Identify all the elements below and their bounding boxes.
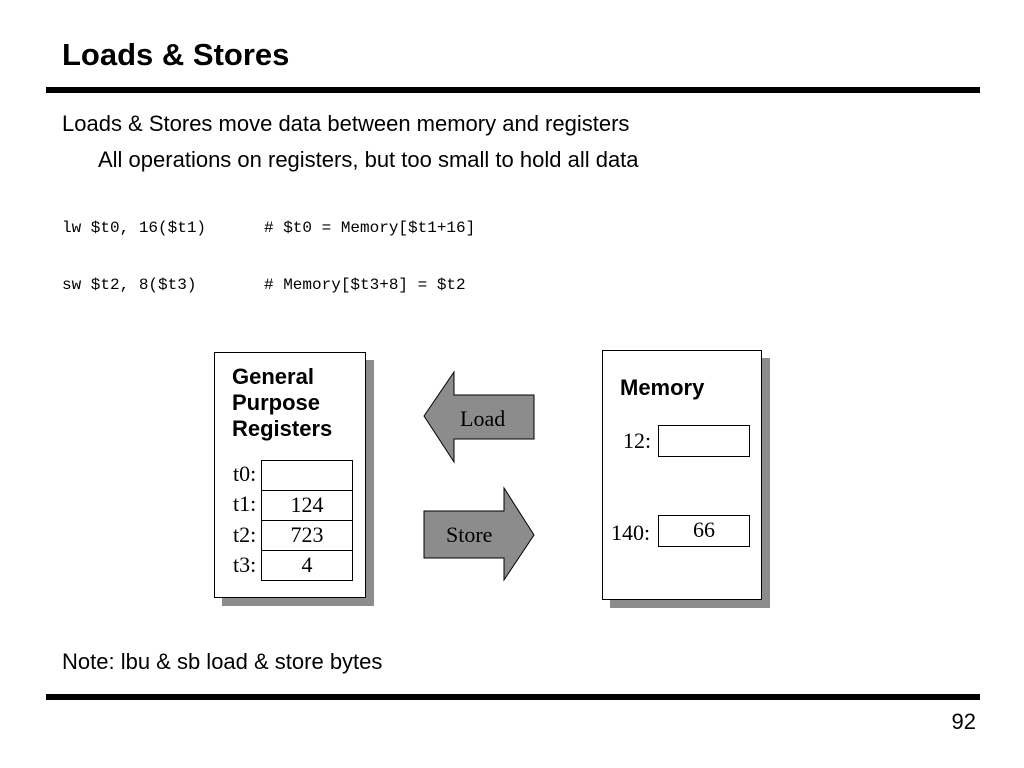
memory-label-140: 140: <box>611 520 651 545</box>
code-line-sw: sw $t2, 8($t3) # Memory[$t3+8] = $t2 <box>62 275 582 295</box>
register-label-t3: t3: <box>233 552 257 577</box>
memory-cell-12 <box>658 425 750 457</box>
memory-cell-140: 66 <box>658 515 750 547</box>
bullet-2: All operations on registers, but too sma… <box>98 147 639 172</box>
register-cell-t3: 4 <box>261 550 353 581</box>
register-label-t1: t1: <box>233 491 257 516</box>
store-arrow <box>423 486 535 582</box>
registers-title: General Purpose Registers <box>232 364 333 441</box>
memory-label-12: 12: <box>623 428 652 453</box>
slide-title: Loads & Stores <box>62 37 290 72</box>
code-instruction: lw $t0, 16($t1) <box>62 219 207 237</box>
code-instruction: sw $t2, 8($t3) <box>62 276 197 294</box>
register-cell-t0 <box>261 460 353 491</box>
code-comment: # $t0 = Memory[$t1+16] <box>264 219 476 237</box>
code-line-lw: lw $t0, 16($t1) # $t0 = Memory[$t1+16] <box>62 218 582 238</box>
register-cell-t1: 124 <box>261 490 353 521</box>
page-number: 92 <box>951 709 976 734</box>
store-label: Store <box>446 522 493 547</box>
title-divider <box>46 87 980 93</box>
load-label: Load <box>460 406 506 431</box>
register-label-t2: t2: <box>233 522 257 547</box>
memory-box <box>602 350 762 600</box>
transfer-arrows <box>423 370 535 582</box>
bullet-1: Loads & Stores move data between memory … <box>62 111 630 136</box>
register-label-t0: t0: <box>233 461 257 486</box>
memory-title: Memory <box>620 375 705 400</box>
note-text: Note: lbu & sb load & store bytes <box>62 649 383 674</box>
code-comment: # Memory[$t3+8] = $t2 <box>264 276 466 294</box>
register-cell-t2: 723 <box>261 520 353 551</box>
load-arrow <box>423 370 535 464</box>
footer-divider <box>46 694 980 700</box>
